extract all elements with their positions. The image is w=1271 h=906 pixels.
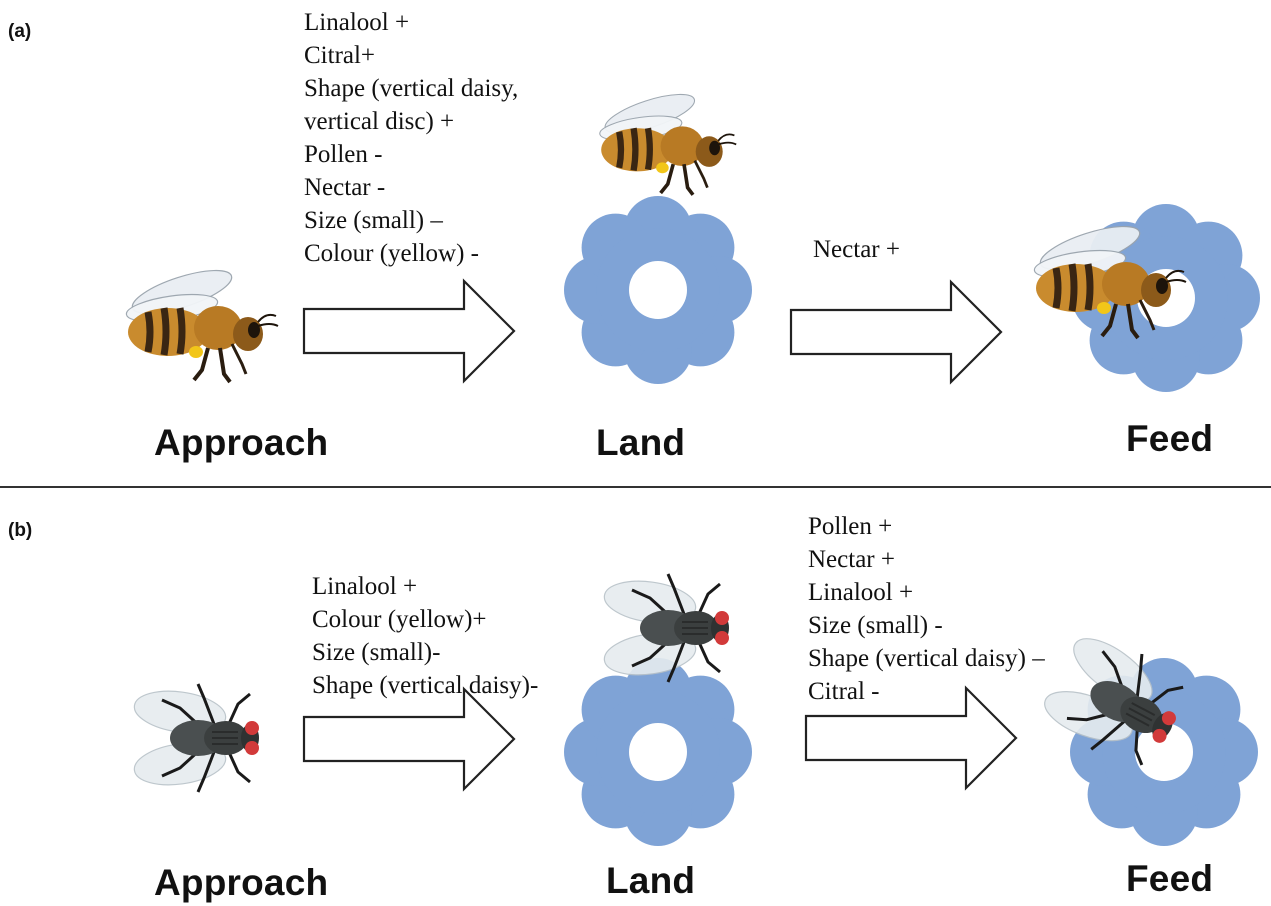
condition-item: Colour (yellow) - [304,240,479,267]
land-flower-icon [564,658,752,846]
condition-item: vertical disc) + [304,108,455,135]
condition-item: Citral+ [304,42,376,69]
arrow-approach-to-land [302,687,516,791]
arrow-land-to-feed [804,686,1018,790]
condition-item: Nectar - [304,174,386,201]
condition-item: Nectar + [813,236,900,263]
condition-item: Shape (vertical daisy, [304,75,519,102]
condition-item: Linalool + [304,9,410,36]
condition-item: Size (small)- [312,639,441,666]
panel-b-stage-approach: Approach [154,862,329,903]
panel-b-stage-feed: Feed [1126,858,1214,899]
panel-a-label: (a) [8,21,32,42]
condition-item: Colour (yellow)+ [312,606,487,633]
condition-item: Linalool + [808,579,914,606]
approach-fly-icon [130,682,261,794]
condition-item: Pollen + [808,513,893,540]
land-fly-icon [600,572,731,684]
panel-divider [0,486,1271,488]
panel-a-stage-approach: Approach [154,422,329,463]
panel-a-land-to-feed-conditions: Nectar + [813,233,900,266]
panel-a-stage-land: Land [596,422,686,463]
condition-item: Nectar + [808,546,895,573]
condition-item: Size (small) – [304,207,443,234]
condition-item: Shape (vertical daisy)- [312,672,539,699]
panel-b-label: (b) [8,520,33,541]
panel-a-approach-to-land-conditions: Linalool + Citral+ Shape (vertical daisy… [304,6,518,270]
condition-item: Pollen - [304,141,383,168]
panel-a-stage-feed: Feed [1126,418,1214,459]
panel-b-stage-land: Land [606,860,696,901]
condition-item: Linalool + [312,573,418,600]
panel-b-approach-to-land-conditions: Linalool + Colour (yellow)+ Size (small)… [312,570,538,702]
condition-item: Shape (vertical daisy) – [808,645,1045,672]
panel-b-land-to-feed-conditions: Pollen + Nectar + Linalool + Size (small… [808,510,1045,708]
condition-item: Citral - [808,678,880,705]
condition-item: Size (small) - [808,612,943,639]
